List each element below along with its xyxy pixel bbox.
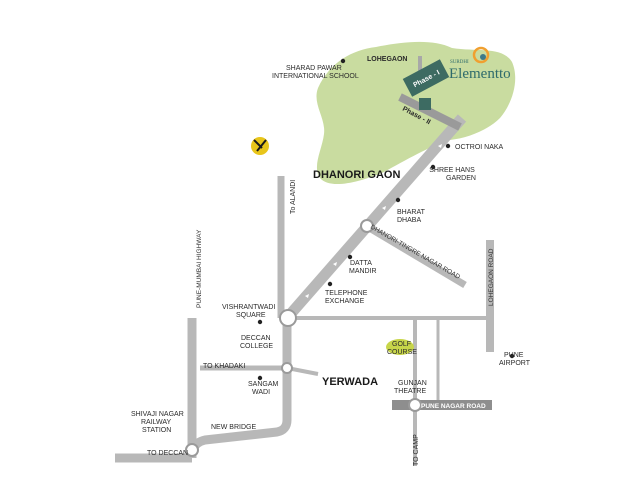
gunjan-theatre-label: GUNJAN	[398, 380, 427, 387]
phase-1-marker: Phase - I	[402, 59, 450, 97]
svg-text:SURDHI: SURDHI	[450, 60, 469, 65]
deccan-college-dot	[257, 319, 263, 325]
yerwada-roundabout	[281, 362, 293, 374]
pune-mumbai-highway-label: PUNE-MUMBAI HIGHWAY	[196, 229, 203, 308]
lohegaon-road-label: LOHEGAON ROAD	[488, 248, 495, 306]
bharat-dhaba-label: BHARAT	[397, 209, 426, 216]
landmark-labels: SHARAD PAWAR INTERNATIONAL SCHOOL OCTROI…	[131, 65, 531, 466]
roundabouts	[185, 219, 422, 457]
pune-airport-dot	[509, 353, 515, 359]
shivaji-nagar-label-2: RAILWAY	[141, 419, 172, 426]
direction-arrows	[305, 144, 442, 298]
lohegaon-area-shading	[316, 41, 516, 185]
golf-course-label-2: COURSE	[387, 349, 417, 356]
svg-text:Elementto: Elementto	[449, 66, 511, 82]
sharad-pawar-label: SHARAD PAWAR	[286, 65, 342, 72]
octroi-naka-dot	[445, 143, 451, 149]
telephone-exchange-label-2: EXCHANGE	[325, 298, 365, 305]
shivaji-nagar-label-3: STATION	[142, 427, 171, 434]
golf-course-highlight	[386, 339, 414, 355]
dhanori-gaon-label: DHANORI GAON	[313, 169, 400, 181]
pune-airport-label-2: AIRPORT	[499, 360, 531, 367]
arrow-icon	[382, 206, 386, 210]
arrow-icon	[305, 294, 309, 298]
elementto-logo: SURDHI Elementto	[449, 46, 511, 82]
gunjan-theatre-label-2: THEATRE	[394, 388, 426, 395]
datta-mandir-dot	[347, 254, 353, 260]
pune-nagar-road-label: PUNE NAGAR ROAD	[421, 403, 486, 410]
bharat-dhaba-label-2: DHABA	[397, 217, 421, 224]
elementto-swirl-icon	[472, 46, 490, 64]
gunjan-roundabout	[408, 398, 422, 412]
sangam-wadi-dot	[257, 375, 263, 381]
deccan-college-label-2: COLLEGE	[240, 343, 273, 350]
bharat-dhaba-roundabout	[360, 219, 374, 233]
dhanori-tingre-road-label: DHANORI-TINGRE NAGAR ROAD	[369, 224, 461, 281]
octroi-naka-label: OCTROI NAKA	[455, 144, 504, 151]
to-camp-label: TO CAMP	[413, 434, 420, 466]
dhanori-tingre-road	[364, 222, 467, 289]
new-bridge-label: NEW BRIDGE	[211, 424, 256, 431]
shree-hans-label: SHREE HANS	[429, 167, 475, 174]
sharad-pawar-label-2: INTERNATIONAL SCHOOL	[272, 73, 359, 80]
golf-course-label: GOLF	[392, 341, 411, 348]
bharat-dhaba-dot	[395, 197, 401, 203]
yerwada-label: YERWADA	[322, 376, 378, 388]
to-alandi-label: To ALANDI	[290, 180, 297, 214]
new-bridge-roundabout	[185, 443, 199, 457]
datta-mandir-label-2: MANDIR	[349, 268, 377, 275]
telephone-exchange-label: TELEPHONE	[325, 290, 368, 297]
lohegaon-label: LOHEGAON	[367, 56, 407, 63]
vishrantwadi-roundabout	[279, 309, 297, 327]
to-deccan-label: TO DECCAN	[147, 450, 188, 457]
to-khadaki-label: TO KHADAKI	[203, 363, 245, 370]
arrow-icon	[438, 144, 442, 148]
pune-airport-label: PUNE	[504, 352, 524, 359]
vishrantwadi-label-2: SQUARE	[236, 312, 266, 319]
project-access-road	[398, 93, 462, 131]
vishrantwadi-label: VISHRANTWADI	[222, 304, 275, 311]
deccan-college-label: DECCAN	[241, 335, 271, 342]
datta-mandir-label: DATTA	[350, 260, 372, 267]
shivaji-nagar-label: SHIVAJI NAGAR	[131, 411, 184, 418]
telephone-exchange-dot	[327, 281, 333, 287]
north-arrow-icon	[251, 137, 269, 155]
sharad-pawar-dot	[340, 58, 346, 64]
landmark-dots	[257, 58, 515, 381]
sangam-wadi-label-2: WADI	[252, 389, 270, 396]
sangam-wadi-label: SANGAM	[248, 381, 279, 388]
arrow-icon	[333, 262, 337, 266]
main-diagonal-road	[282, 114, 467, 322]
shree-hans-dot	[430, 164, 436, 170]
shree-hans-label-2: GARDEN	[446, 175, 476, 182]
